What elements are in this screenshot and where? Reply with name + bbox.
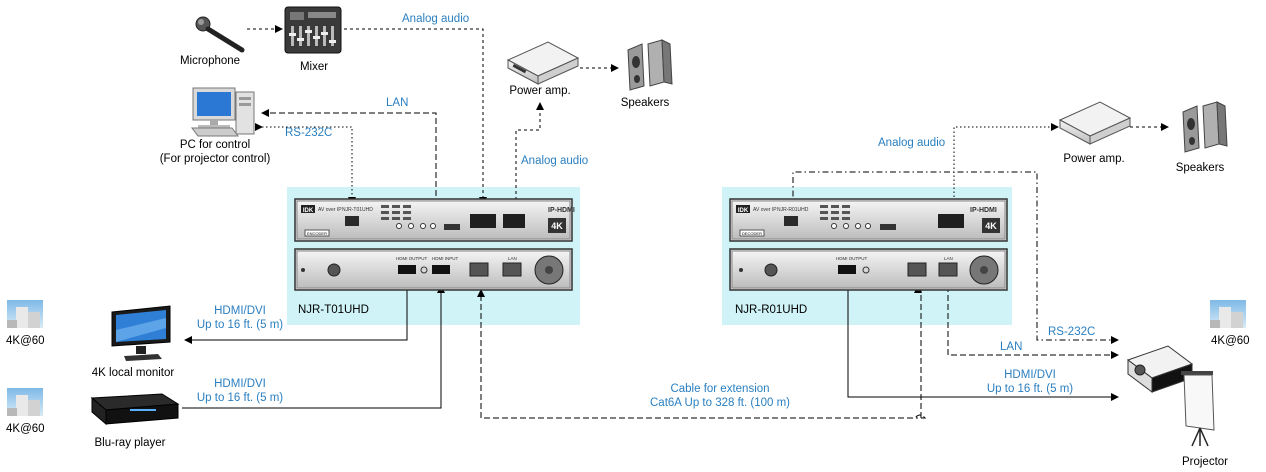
lan-left-line [261,109,437,205]
mixer-label: Mixer [299,61,329,73]
rs232c-left-line [255,123,356,205]
tx-panel-model: NJR-T01UHD [342,207,373,213]
speakers-right-icon [1182,101,1228,153]
rx-brand: IDK [738,208,749,214]
mixer-icon [284,6,342,54]
hdmi-projector-label-2: Up to 16 ft. (5 m) [986,383,1074,395]
rx-4k-badge: 4K [985,221,997,231]
analog-audio-right-label: Analog audio [878,137,946,149]
bluray-label: Blu-ray player [94,437,166,449]
resolution-monitor-label: 4K@60 [6,335,45,347]
4k-image-thumbnail-projector [1210,300,1246,328]
4k-image-thumbnail-bluray [7,388,43,416]
power-amp-right-icon [1058,101,1132,145]
transmitter-model-label: NJR-T01UHD [298,304,369,316]
pc-icon [191,87,255,137]
hdmi-monitor-label-1: HDMI/DVI [214,305,266,317]
monitor-label: 4K local monitor [91,367,175,379]
power-amp-left-icon [506,41,580,85]
tx-hdmi-output-label: HDMI OUTPUT [396,256,427,261]
projector-icon [1126,345,1194,393]
extension-cable-label-1: Cable for extension [670,383,770,395]
tx-hdmi-input-label: HDMI INPUT [432,256,458,261]
lan-right-line [944,279,1119,359]
hdmi-bluray-line [182,285,445,409]
transmitter-front-panel: IDK AV over IP NJR-T01UHD ENCODER IP-HDM… [294,198,575,242]
mixer-to-tx-audio-line [344,28,487,205]
analog-audio-mid-label: Analog audio [521,155,589,167]
hdmi-monitor-label-2: Up to 16 ft. (5 m) [196,319,284,331]
speakers-left-label: Speakers [620,97,670,109]
tx-tagline: AV over IP [318,207,342,213]
power-amp-right-label: Power amp. [1063,153,1125,165]
tx-brand: IDK [303,208,314,214]
hdmi-bluray-label-1: HDMI/DVI [214,378,266,390]
hdmi-projector-label-1: HDMI/DVI [1004,369,1056,381]
tx-series: IP-HDMI [548,207,575,214]
tx-to-amp-line [515,102,544,206]
rx-tagline: AV over IP [753,207,777,213]
rs232c-right-label: RS-232C [1048,326,1096,338]
microphone-icon [195,16,245,53]
rs232c-left-label: RS-232C [285,127,333,139]
resolution-bluray-label: 4K@60 [6,423,45,435]
hdmi-monitor-line [184,278,408,344]
receiver-rear-panel: HDMI OUTPUT LAN [729,248,1008,291]
speakers-right-label: Speakers [1175,162,1225,174]
hdmi-projector-line [847,278,1119,401]
4k-image-thumbnail-monitor [7,300,43,328]
receiver-front-panel: IDK AV over IP NJR-R01UHD DECODER IP-HDM… [729,198,1008,242]
pc-label: PC for control [179,139,251,151]
analog-audio-top-label: Analog audio [402,13,470,25]
hdmi-bluray-label-2: Up to 16 ft. (5 m) [196,392,284,404]
receiver-model-label: NJR-R01UHD [735,304,808,316]
projector-label: Projector [1181,456,1229,468]
transmitter-rear-panel: HDMI OUTPUT HDMI INPUT LAN [294,248,573,291]
rx-series: IP-HDMI [970,207,997,214]
resolution-projector-label: 4K@60 [1211,335,1250,347]
pc-sublabel: (For projector control) [159,153,271,165]
rx-lan-label: LAN [944,256,953,261]
tx-encoder-label: ENCODER [307,231,327,236]
tx-4k-badge: 4K [551,221,563,231]
extension-cable-line [480,286,927,419]
rx-decoder-label: DECODER [742,231,762,236]
projector-screen-icon [1181,371,1215,447]
extension-cable-label-2: Cat6A Up to 328 ft. (100 m) [650,397,790,409]
lan-right-label: LAN [1000,341,1023,353]
tx-lan-label: LAN [508,256,517,261]
microphone-label: Microphone [179,55,241,67]
bluray-player-icon [90,393,180,426]
rx-panel-model: NJR-R01UHD [777,207,809,213]
power-amp-left-label: Power amp. [509,85,571,97]
speakers-left-icon [627,39,673,91]
monitor-icon [111,305,171,361]
lan-left-label: LAN [386,97,409,109]
rx-hdmi-output-label: HDMI OUTPUT [836,256,867,261]
